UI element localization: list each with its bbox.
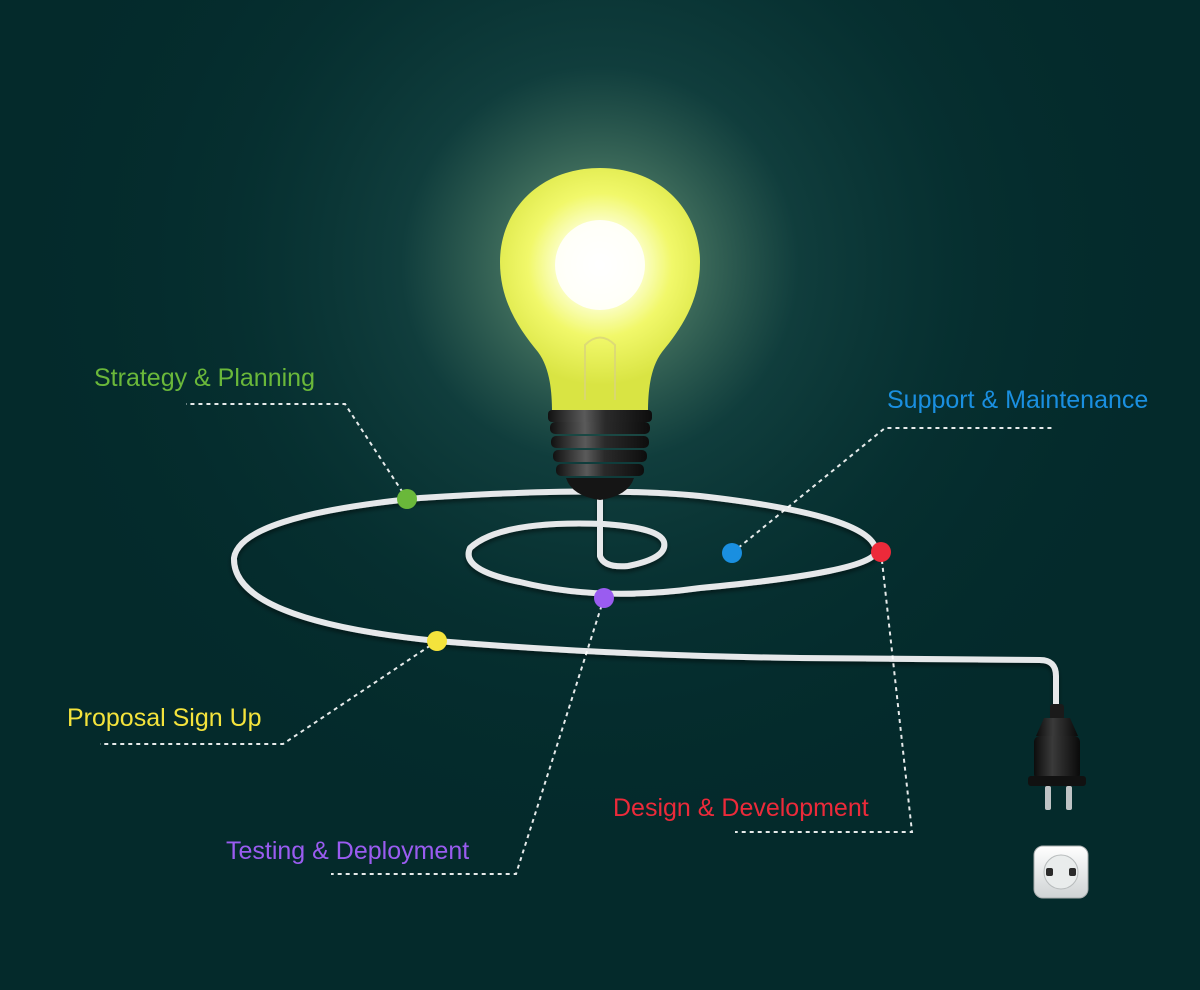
leader-proposal <box>100 640 438 745</box>
spiral-cord <box>230 488 1059 718</box>
stage-dot-strategy <box>397 489 417 509</box>
stage-dot-testing <box>594 588 614 608</box>
label-testing-deployment: Testing & Deployment <box>226 837 470 865</box>
stage-markers <box>397 489 891 651</box>
leader-design <box>735 551 914 833</box>
label-strategy-planning: Strategy & Planning <box>94 364 315 392</box>
leader-lines <box>100 403 1055 875</box>
leader-support <box>731 427 1055 554</box>
stage-dot-design <box>871 542 891 562</box>
stage-dot-support <box>722 543 742 563</box>
bulb-filament-glow <box>555 220 645 310</box>
leader-strategy <box>186 403 408 500</box>
screw-thread-3 <box>553 450 647 462</box>
stage-dot-proposal <box>427 631 447 651</box>
screw-thread-1 <box>550 422 650 434</box>
label-proposal-sign-up: Proposal Sign Up <box>67 704 262 732</box>
leader-testing <box>331 597 605 875</box>
plug-icon <box>1028 704 1086 810</box>
screw-thread-4 <box>556 464 644 476</box>
bulb-tip <box>566 478 634 500</box>
lightbulb <box>500 168 700 500</box>
screw-thread-2 <box>551 436 649 448</box>
power-socket-icon <box>1033 845 1089 899</box>
bulb-collar <box>548 410 652 422</box>
label-design-development: Design & Development <box>613 794 869 822</box>
filament-wire <box>584 336 616 400</box>
label-support-maintenance: Support & Maintenance <box>887 386 1149 414</box>
